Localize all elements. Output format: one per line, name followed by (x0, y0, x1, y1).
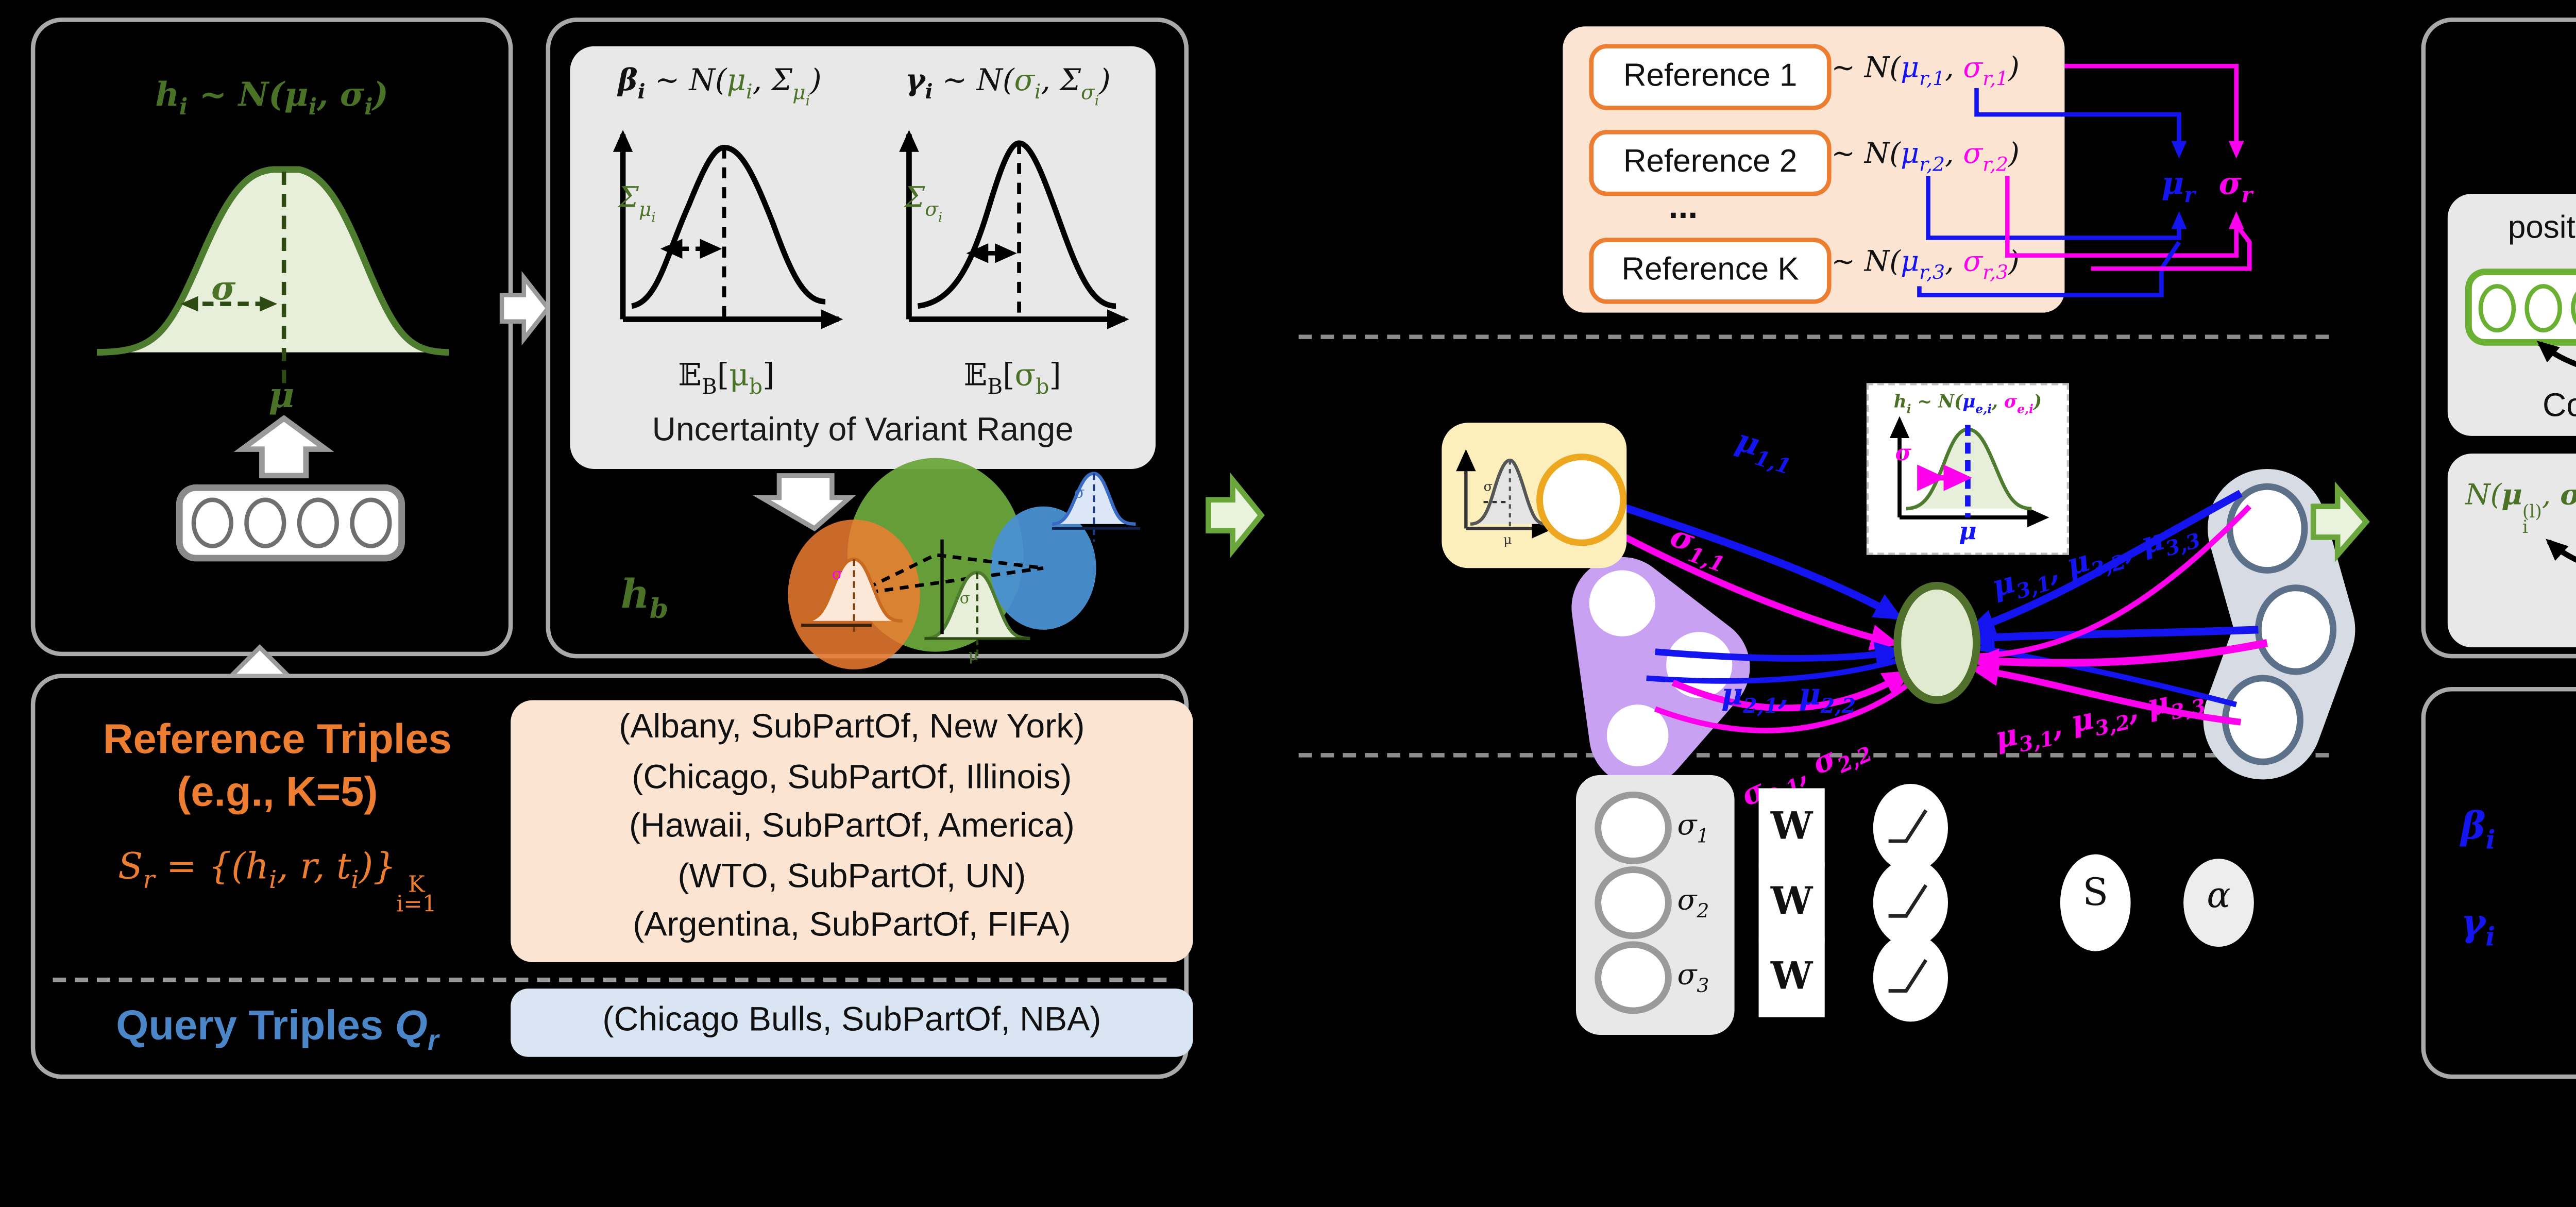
uncertainty-caption: Uncertainty of Variant Range (652, 411, 1074, 449)
uncertainty-box: βi ~ N(μi, Σμi) γi ~ N(σi, Σσi) Σμi Σσi … (570, 46, 1156, 469)
kl-loss-box: N(μ(l)i, σ(l)i) N(0, I) KL Loss (2447, 454, 2576, 648)
divider (53, 977, 1167, 982)
reference-2-label: Reference 2 (1623, 145, 1798, 181)
gamma-distribution-formula: γi ~ N(σi, Σσi) (905, 63, 1111, 109)
reference-triples-k: (e.g., K=5) (177, 770, 378, 817)
mini-sigma-label: σ (1483, 480, 1493, 496)
gaussian-curve (96, 166, 449, 383)
tiny-sigma-green: σ (959, 590, 971, 608)
completion-loss-label: Completion Loss (2543, 387, 2576, 425)
triple-row: (Chicago, SubPartOf, Illinois) (632, 758, 1072, 796)
kl-loss-label: KL Loss (2448, 590, 2576, 628)
softmax-node-label: S (2082, 871, 2109, 916)
inset-sigma-label: σ (1895, 442, 1911, 467)
beta-symbol: βi (2461, 806, 2496, 856)
entity-distribution-formula: hi ~ N(μi, σi) (155, 75, 388, 121)
separator-bottom (1298, 753, 2329, 758)
reference-2-chip: Reference 2 (1589, 130, 1832, 196)
positive-vector (2465, 269, 2576, 346)
kl-posterior-formula: N(μ(l)i, σ(l)i) (2465, 480, 2576, 538)
reference-1-label: Reference 1 (1623, 59, 1798, 95)
stage-arrow-icon (2310, 481, 2370, 562)
reference-1-formula: ~ N(μr,1, σr,1) (1831, 53, 2020, 92)
expect-sigma-label: 𝔼B[σb] (963, 359, 1061, 400)
inset-mu-label: μ (1959, 517, 1977, 546)
reference-dots: ... (1668, 189, 1698, 227)
mu-label: μ (268, 374, 295, 416)
separator-top (1298, 334, 2329, 339)
up-arrow-icon (752, 473, 856, 532)
triple-row: (WTO, SubPartOf, UN) (677, 858, 1026, 895)
expect-mu-label: 𝔼B[μb] (678, 359, 775, 400)
sampled-distribution-inset: hi ~ N(μe,i, σe,i) σ μ (1866, 383, 2069, 555)
triple-row: (Hawaii, SubPartOf, America) (629, 808, 1075, 846)
entity-distribution-panel: hi ~ N(μi, σi) σ μ (30, 18, 513, 657)
attention-network (1571, 468, 2355, 786)
reference-triples-title: Reference Triples (103, 717, 452, 764)
sigma-mu-label: Σμi (618, 182, 656, 226)
tiny-mu-green: μ (968, 647, 979, 665)
up-arrow-icon (233, 415, 334, 479)
tiny-sigma-orange: σ (832, 565, 843, 584)
inset-gaussian-plot (1889, 416, 2049, 528)
weight-matrix-3: W (1758, 937, 1825, 1017)
gamma-symbol: γi (2461, 902, 2496, 952)
kl-arrow (2546, 539, 2576, 563)
weight-matrix-1: W (1758, 788, 1825, 868)
embedding-vector (176, 484, 405, 562)
variant-range-panel: βi ~ N(μi, Σμi) γi ~ N(σi, Σσi) Σμi Σσi … (546, 18, 1189, 669)
loss-panel: positive negative Completion Loss N(μ(l)… (2421, 18, 2576, 659)
reference-k-chip: Reference K (1589, 238, 1832, 304)
reference-k-formula: ~ N(μr,3, σr,3) (1831, 246, 2020, 286)
sigma-1-node-label: σ1 (1677, 810, 1709, 849)
sigma-r-label: σr (2218, 167, 2253, 209)
hb-label: hb (620, 572, 669, 625)
contrast-arrow (2536, 340, 2576, 367)
beta-plot (613, 130, 843, 329)
distribution-blobs (752, 458, 1141, 669)
reference-aggregation-wires (1917, 63, 2252, 297)
sigma-3-node-label: σ3 (1677, 960, 1709, 999)
tiny-sigma-blue: σ (1074, 484, 1085, 502)
weight-matrix-2: W (1758, 863, 1825, 943)
reference-k-label: Reference K (1621, 253, 1799, 289)
positive-label: positive (2507, 211, 2576, 247)
triple-row: (Argentina, SubPartOf, FIFA) (633, 907, 1071, 945)
triples-panel: Reference Triples (e.g., K=5) Sr = {(hi,… (30, 674, 1193, 1079)
mu-2-labels: μ2,1, μ2,2 (1721, 678, 1856, 719)
reference-triples-box: (Albany, SubPartOf, New York) (Chicago, … (511, 700, 1193, 962)
reference-1-chip: Reference 1 (1589, 44, 1832, 110)
sigma-label: σ (211, 269, 236, 309)
query-triples-title: Query Triples Qr (116, 1004, 439, 1057)
query-triple-box: (Chicago Bulls, SubPartOf, NBA) (511, 988, 1193, 1057)
alpha-node-label: α (2207, 874, 2231, 916)
triple-row: (Albany, SubPartOf, New York) (619, 709, 1085, 747)
mini-mu-label: μ (1503, 532, 1512, 548)
beta-distribution-formula: βi ~ N(μi, Σμi) (618, 63, 822, 109)
inset-distribution-formula: hi ~ N(μe,i, σe,i) (1893, 390, 2042, 418)
completion-loss-box: positive negative Completion Loss (2447, 193, 2576, 436)
mini-gaussian-plot (1456, 449, 1554, 539)
sigma-sigma-label: Σσi (904, 182, 943, 226)
flow-arrow-right-icon (499, 271, 551, 346)
query-triple: (Chicago Bulls, SubPartOf, NBA) (602, 1002, 1101, 1040)
variant-sampling-panel: βi γi μe,i, Σμe,i σe,i, Σσe,i γi βi (2421, 686, 2576, 1079)
reference-list-box: Reference 1 Reference 2 ... Reference K … (1563, 26, 2065, 313)
gamma-plot (899, 130, 1129, 329)
sigma-stack-circles (1595, 783, 2254, 1022)
sigma-2-node-label: σ2 (1677, 885, 1709, 924)
stage-arrow-icon (1206, 472, 1265, 559)
query-entity-node (1536, 454, 1627, 546)
reference-2-formula: ~ N(μr,2, σr,2) (1831, 139, 2020, 178)
mu-r-label: μr (2161, 167, 2195, 209)
